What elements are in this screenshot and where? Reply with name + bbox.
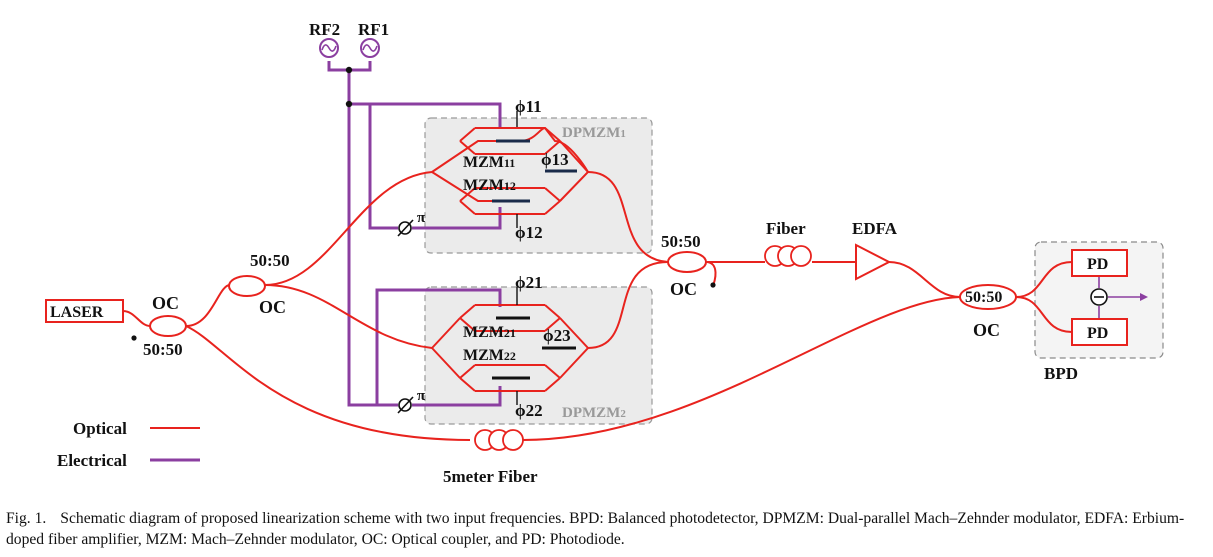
oc1-label: OC — [152, 293, 179, 313]
edfa-label: EDFA — [852, 219, 898, 238]
terminator-dot — [131, 335, 137, 341]
mzm-electrodes — [492, 139, 577, 380]
dpmzm2-label: DPMZM2 — [562, 405, 626, 421]
rf1-source-icon — [360, 38, 380, 58]
oc2-label: OC — [259, 297, 286, 317]
oc1-ratio: 50:50 — [143, 340, 183, 359]
pd-top-box — [1071, 249, 1128, 277]
electrical-junction — [345, 66, 353, 74]
phi21-label: ϕ21 — [515, 273, 543, 292]
phi13-label: ϕ13 — [541, 150, 569, 169]
fiber5m-spool-icon — [474, 429, 524, 451]
caption-text: Schematic diagram of proposed linearizat… — [6, 510, 1185, 548]
mzm12-label: MZM12 — [463, 177, 516, 194]
mzm11-label: MZM11 — [463, 154, 515, 171]
pd-bottom-box — [1071, 318, 1128, 346]
phi23-label: ϕ23 — [543, 326, 571, 345]
fiber-label: Fiber — [766, 219, 806, 238]
phase-shifter-icon — [397, 219, 414, 237]
laser-label: LASER — [50, 304, 104, 321]
oc4-label: OC — [973, 320, 1000, 340]
phi11-label: ϕ11 — [515, 97, 542, 116]
oc3-ratio: 50:50 — [661, 232, 701, 251]
oc2-ratio: 50:50 — [250, 251, 290, 270]
mzm22-label: MZM22 — [463, 347, 516, 364]
pd-bottom-label: PD — [1087, 325, 1108, 342]
dpmzm2-box — [424, 286, 653, 425]
figure-number: Fig. 1. — [6, 510, 47, 527]
oc4-coupler — [959, 284, 1017, 310]
bpd-lines — [1098, 276, 1140, 318]
terminator-dot — [710, 282, 716, 288]
fiber5m-label: 5meter Fiber — [443, 467, 538, 486]
oc2-coupler — [228, 275, 266, 297]
output-arrow-icon — [1140, 293, 1148, 301]
laser-box — [45, 299, 124, 323]
rf1-label: RF1 — [358, 20, 389, 39]
legend-optical-label: Optical — [73, 419, 127, 438]
electrical-lines — [150, 61, 502, 462]
dpmzm1-box — [424, 117, 653, 254]
electrical-junction — [345, 100, 353, 108]
pd-top-label: PD — [1087, 256, 1108, 273]
oc3-label: OC — [670, 279, 697, 299]
legend-electrical-label: Electrical — [57, 451, 127, 470]
bpd-label: BPD — [1044, 364, 1078, 383]
edfa-amplifier-icon — [855, 243, 892, 281]
optical-lines — [122, 126, 1073, 441]
dpmzm1-label: DPMZM1 — [562, 125, 626, 141]
subtractor-icon — [1090, 288, 1108, 306]
oc4-ratio: 50:50 — [965, 289, 1002, 306]
pi-label-lower: π — [417, 388, 426, 404]
figure-caption: Fig. 1.Schematic diagram of proposed lin… — [6, 508, 1211, 550]
rf2-label: RF2 — [309, 20, 340, 39]
phi12-label: ϕ12 — [515, 223, 543, 242]
system-diagram: RF2 RF1 LASER OC 50:50 50:50 OC 50:50 OC… — [45, 20, 1164, 486]
mzm21-label: MZM21 — [463, 324, 516, 341]
phi22-label: ϕ22 — [515, 401, 543, 420]
pi-label-upper: π — [417, 210, 426, 226]
rf2-source-icon — [319, 38, 339, 58]
fiber-spool-icon — [764, 245, 812, 267]
oc3-coupler — [667, 251, 707, 273]
phase-shifter-icon — [397, 396, 414, 414]
oc1-coupler — [149, 315, 187, 337]
